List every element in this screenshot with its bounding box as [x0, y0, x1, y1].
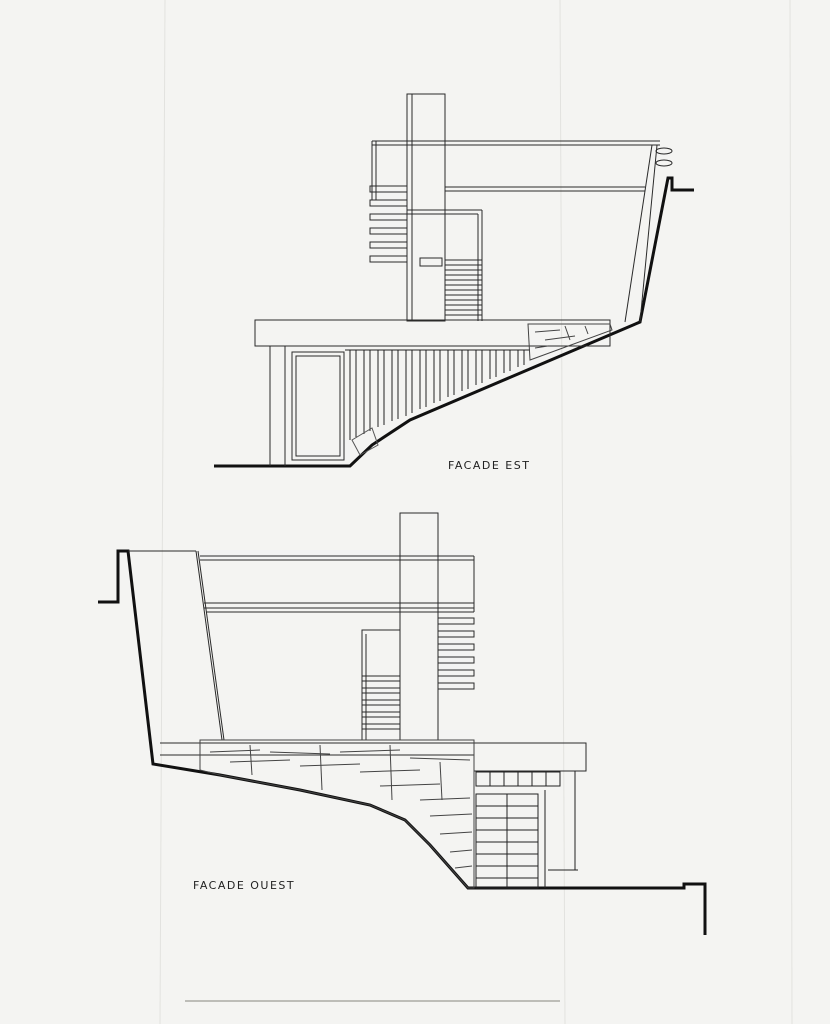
- est-stonework: [527, 323, 613, 361]
- est-slats: [345, 349, 530, 440]
- est-door: [291, 351, 345, 461]
- facade-ouest-elevation: [98, 512, 707, 935]
- ouest-window-grid: [475, 771, 578, 889]
- est-left-stair: [369, 185, 408, 263]
- est-ground-profile: [214, 176, 694, 468]
- facade-ouest-label: FACADE OUEST: [193, 879, 296, 892]
- est-main-slab: [254, 319, 611, 347]
- ouest-stonework: [199, 739, 475, 889]
- est-right-stair: [444, 259, 483, 316]
- est-tower: [406, 93, 446, 322]
- ouest-tower: [399, 512, 439, 741]
- ouest-right-stair: [437, 617, 475, 690]
- facade-est-label: FACADE EST: [448, 459, 531, 472]
- paper-creases: [159, 0, 793, 1024]
- ouest-left-stair: [361, 675, 401, 730]
- facade-est-elevation: [214, 93, 694, 468]
